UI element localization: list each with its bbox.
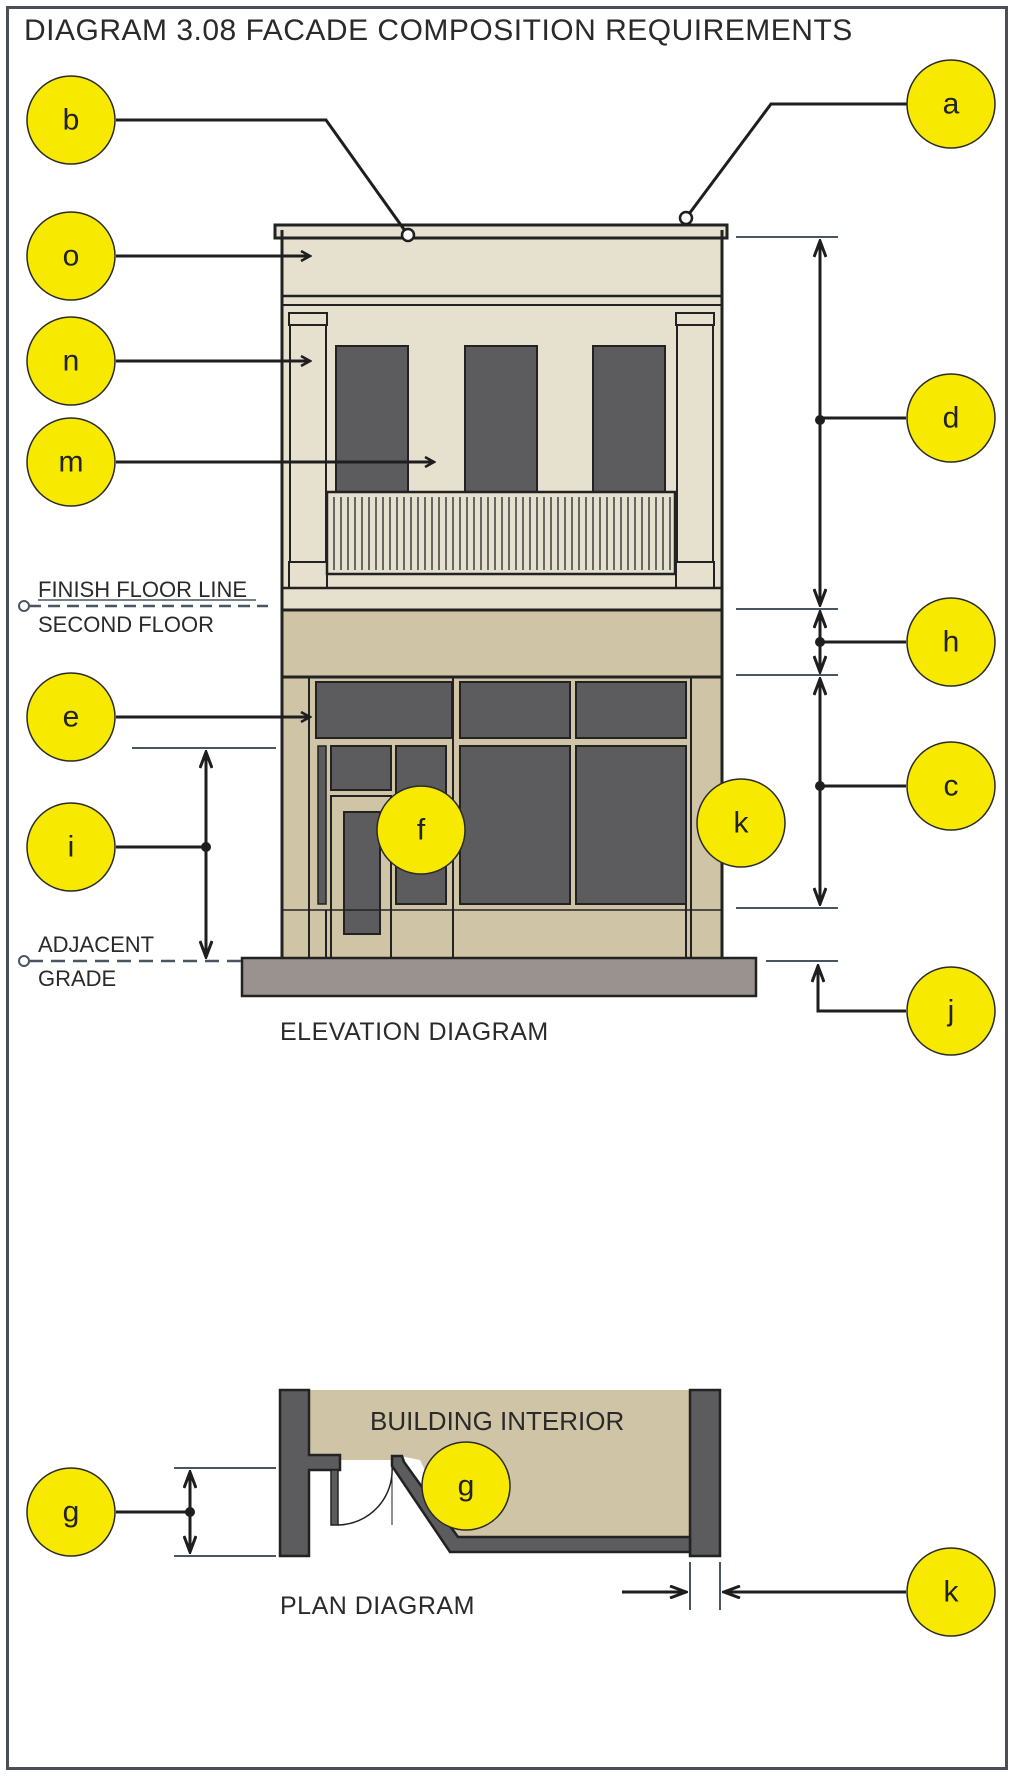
callout-o: o xyxy=(26,211,116,301)
svg-text:g: g xyxy=(458,1470,475,1503)
svg-text:i: i xyxy=(68,831,75,864)
callout-d: d xyxy=(906,373,996,463)
svg-text:c: c xyxy=(944,770,959,803)
callout-g-plan-left: g xyxy=(26,1467,116,1557)
plan-door-leaf xyxy=(330,1469,339,1526)
upper-window-3 xyxy=(592,345,666,495)
svg-text:k: k xyxy=(734,807,750,840)
callout-f: f xyxy=(376,785,466,875)
svg-text:k: k xyxy=(944,1576,960,1609)
callout-e: e xyxy=(26,672,116,762)
callout-j: j xyxy=(906,966,996,1056)
svg-text:o: o xyxy=(63,240,80,273)
pilaster-left xyxy=(289,312,327,589)
callout-i: i xyxy=(26,802,116,892)
svg-text:e: e xyxy=(63,701,80,734)
svg-text:g: g xyxy=(63,1496,80,1529)
svg-text:a: a xyxy=(943,88,960,121)
callout-k-elevation: k xyxy=(696,778,786,868)
callout-h: h xyxy=(906,597,996,687)
svg-text:j: j xyxy=(947,995,955,1028)
diagram-frame xyxy=(6,6,1008,1770)
callout-m: m xyxy=(26,417,116,507)
plan-caption: PLAN DIAGRAM xyxy=(280,1592,475,1620)
dimension-lines xyxy=(116,236,906,1013)
svg-text:d: d xyxy=(943,402,960,435)
sign-band xyxy=(280,608,724,679)
svg-text:h: h xyxy=(943,626,960,659)
transom-1 xyxy=(315,681,453,739)
upper-window-1 xyxy=(335,345,409,495)
callout-a: a xyxy=(906,59,996,149)
plan-door-swing xyxy=(337,1465,393,1526)
grade-label: GRADE xyxy=(38,966,116,991)
building-interior-label: BUILDING INTERIOR xyxy=(370,1406,624,1436)
callout-k-plan: k xyxy=(906,1547,996,1637)
adjacent-label: ADJACENT xyxy=(38,932,154,957)
transom-3 xyxy=(575,681,687,739)
pilaster-right xyxy=(676,312,714,589)
diagram-title: DIAGRAM 3.08 FACADE COMPOSITION REQUIREM… xyxy=(24,14,853,47)
callout-c: c xyxy=(906,741,996,831)
transom-2 xyxy=(459,681,571,739)
door-glass xyxy=(343,811,381,935)
plan-wall-left xyxy=(278,1388,342,1558)
callout-leaders xyxy=(116,102,907,717)
balcony-railing xyxy=(325,490,677,576)
callout-g-plan-entry: g xyxy=(421,1441,511,1531)
level-markers: FINISH FLOOR LINE SECOND FLOOR ADJACENT … xyxy=(18,577,268,991)
sidewalk xyxy=(240,956,758,998)
svg-text:n: n xyxy=(63,345,80,378)
second-floor-label: SECOND FLOOR xyxy=(38,612,214,637)
display-window-2 xyxy=(575,745,687,905)
finish-floor-line-label: FINISH FLOOR LINE xyxy=(38,577,247,602)
plan-entry-wall xyxy=(390,1454,692,1554)
callout-n: n xyxy=(26,316,116,406)
upper-window-2 xyxy=(464,345,538,495)
building-elevation xyxy=(240,223,758,998)
plan-wall-right xyxy=(688,1388,722,1558)
svg-text:f: f xyxy=(417,814,426,847)
plan-diagram: BUILDING INTERIOR xyxy=(116,1388,906,1610)
svg-text:m: m xyxy=(59,446,84,479)
svg-text:b: b xyxy=(63,104,80,137)
display-window-1 xyxy=(459,745,571,905)
elevation-caption: ELEVATION DIAGRAM xyxy=(280,1018,549,1046)
cornice-cap xyxy=(273,223,729,240)
callout-b: b xyxy=(26,75,116,165)
entry-transom xyxy=(330,745,392,791)
